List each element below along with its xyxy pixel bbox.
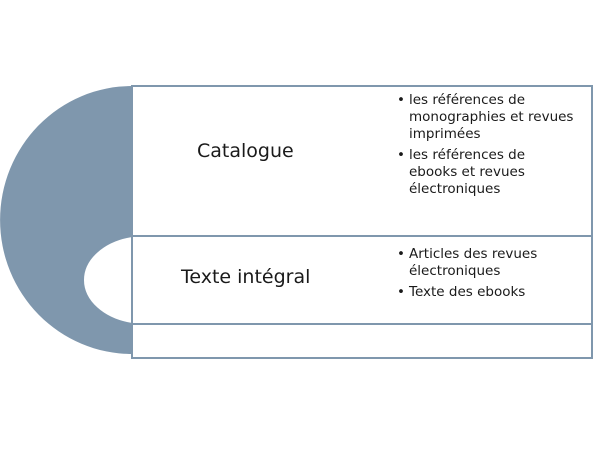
bullet-item: les références de ebooks et revues élect… [397, 147, 577, 198]
inner-arc-shape [82, 234, 133, 326]
box-bottom-strip [131, 323, 593, 359]
row-title-texte-integral: Texte intégral [181, 266, 311, 288]
bullet-item: Texte des ebooks [397, 284, 577, 301]
row-title-catalogue: Catalogue [197, 140, 294, 162]
bullet-item: Articles des revues électroniques [397, 246, 577, 280]
bullet-item: les références de monographies et revues… [397, 92, 577, 143]
bullet-list-catalogue: les références de monographies et revues… [397, 92, 577, 202]
bullet-list-texte-integral: Articles des revues électroniques Texte … [397, 246, 577, 305]
